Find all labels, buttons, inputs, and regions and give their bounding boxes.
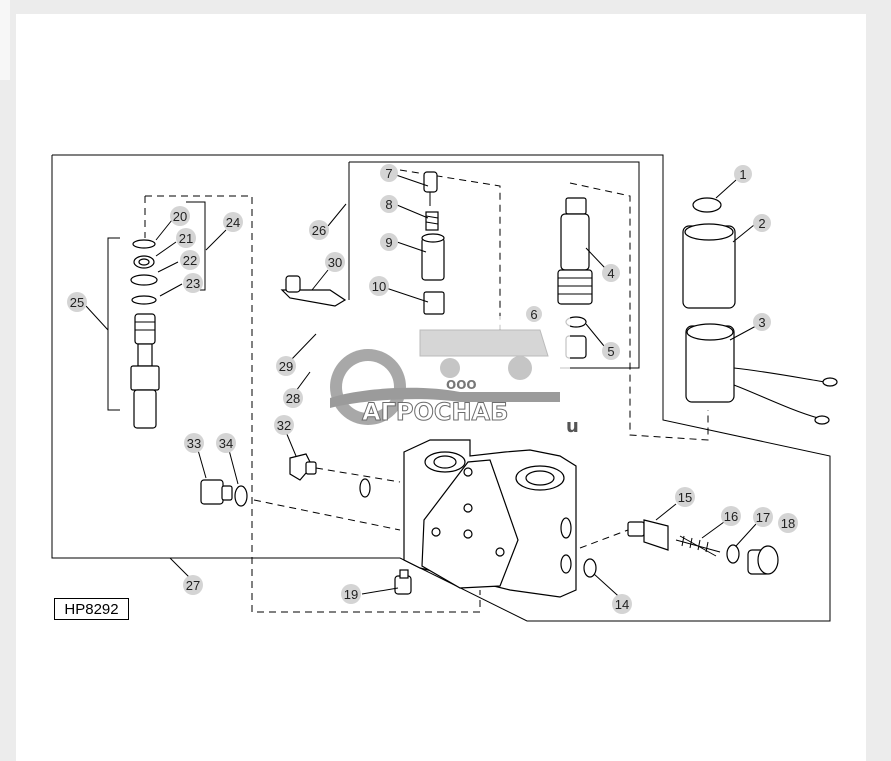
callout-4: 4 — [602, 264, 620, 282]
svg-text:22: 22 — [183, 253, 197, 268]
svg-text:18: 18 — [781, 516, 795, 531]
svg-text:27: 27 — [186, 578, 200, 593]
callout-28: 28 — [283, 388, 303, 408]
svg-text:6: 6 — [530, 307, 537, 322]
callout-leaders — [85, 174, 757, 604]
svg-text:3: 3 — [758, 315, 765, 330]
callout-30: 30 — [325, 252, 345, 272]
svg-text:21: 21 — [179, 231, 193, 246]
watermark-suffix: u — [566, 416, 579, 437]
callout-24: 24 — [223, 212, 243, 232]
svg-text:29: 29 — [279, 359, 293, 374]
callout-18: 18 — [778, 513, 798, 533]
callout-27: 27 — [183, 575, 203, 595]
callout-25: 25 — [67, 292, 87, 312]
svg-text:16: 16 — [724, 509, 738, 524]
svg-text:5: 5 — [607, 344, 614, 359]
callout-3: 3 — [753, 313, 771, 331]
svg-text:15: 15 — [678, 490, 692, 505]
callout-26: 26 — [309, 220, 329, 240]
svg-text:26: 26 — [312, 223, 326, 238]
callout-15: 15 — [675, 487, 695, 507]
svg-text:14: 14 — [615, 597, 629, 612]
callout-32: 32 — [274, 415, 294, 435]
watermark-company-name: АГРОСНАБ — [362, 398, 508, 426]
svg-text:25: 25 — [70, 295, 84, 310]
svg-text:19: 19 — [344, 587, 358, 602]
assembly-outline-26 — [349, 161, 640, 369]
svg-text:8: 8 — [385, 197, 392, 212]
callout-21: 21 — [176, 228, 196, 248]
callout-6: 6 — [526, 306, 542, 322]
left-edge-strip — [0, 0, 10, 80]
svg-text:34: 34 — [219, 436, 233, 451]
callout-33: 33 — [184, 433, 204, 453]
callout-22: 22 — [180, 250, 200, 270]
callout-29: 29 — [276, 356, 296, 376]
callout-5: 5 — [602, 342, 620, 360]
callout-20: 20 — [170, 206, 190, 226]
callout-2: 2 — [753, 214, 771, 232]
svg-text:9: 9 — [385, 235, 392, 250]
svg-text:7: 7 — [385, 166, 392, 181]
callout-14: 14 — [612, 594, 632, 614]
callout-16: 16 — [721, 506, 741, 526]
svg-text:20: 20 — [173, 209, 187, 224]
callout-7: 7 — [380, 164, 398, 182]
svg-text:30: 30 — [328, 255, 342, 270]
figure-reference-code: HP8292 — [54, 598, 129, 620]
svg-text:10: 10 — [372, 279, 386, 294]
company-watermark — [318, 316, 570, 426]
svg-text:23: 23 — [186, 276, 200, 291]
callout-23: 23 — [183, 273, 203, 293]
svg-text:1: 1 — [739, 167, 746, 182]
callout-17: 17 — [753, 507, 773, 527]
callout-34: 34 — [216, 433, 236, 453]
svg-text:28: 28 — [286, 391, 300, 406]
watermark-prefix: ООО — [446, 378, 477, 392]
callout-10: 10 — [369, 276, 389, 296]
assembly-outline-27 — [51, 154, 831, 622]
svg-text:32: 32 — [277, 418, 291, 433]
svg-text:17: 17 — [756, 510, 770, 525]
callout-1: 1 — [734, 165, 752, 183]
svg-text:24: 24 — [226, 215, 240, 230]
callout-9: 9 — [380, 233, 398, 251]
svg-text:4: 4 — [607, 266, 614, 281]
callout-8: 8 — [380, 195, 398, 213]
callout-19: 19 — [341, 584, 361, 604]
svg-text:2: 2 — [758, 216, 765, 231]
svg-text:33: 33 — [187, 436, 201, 451]
